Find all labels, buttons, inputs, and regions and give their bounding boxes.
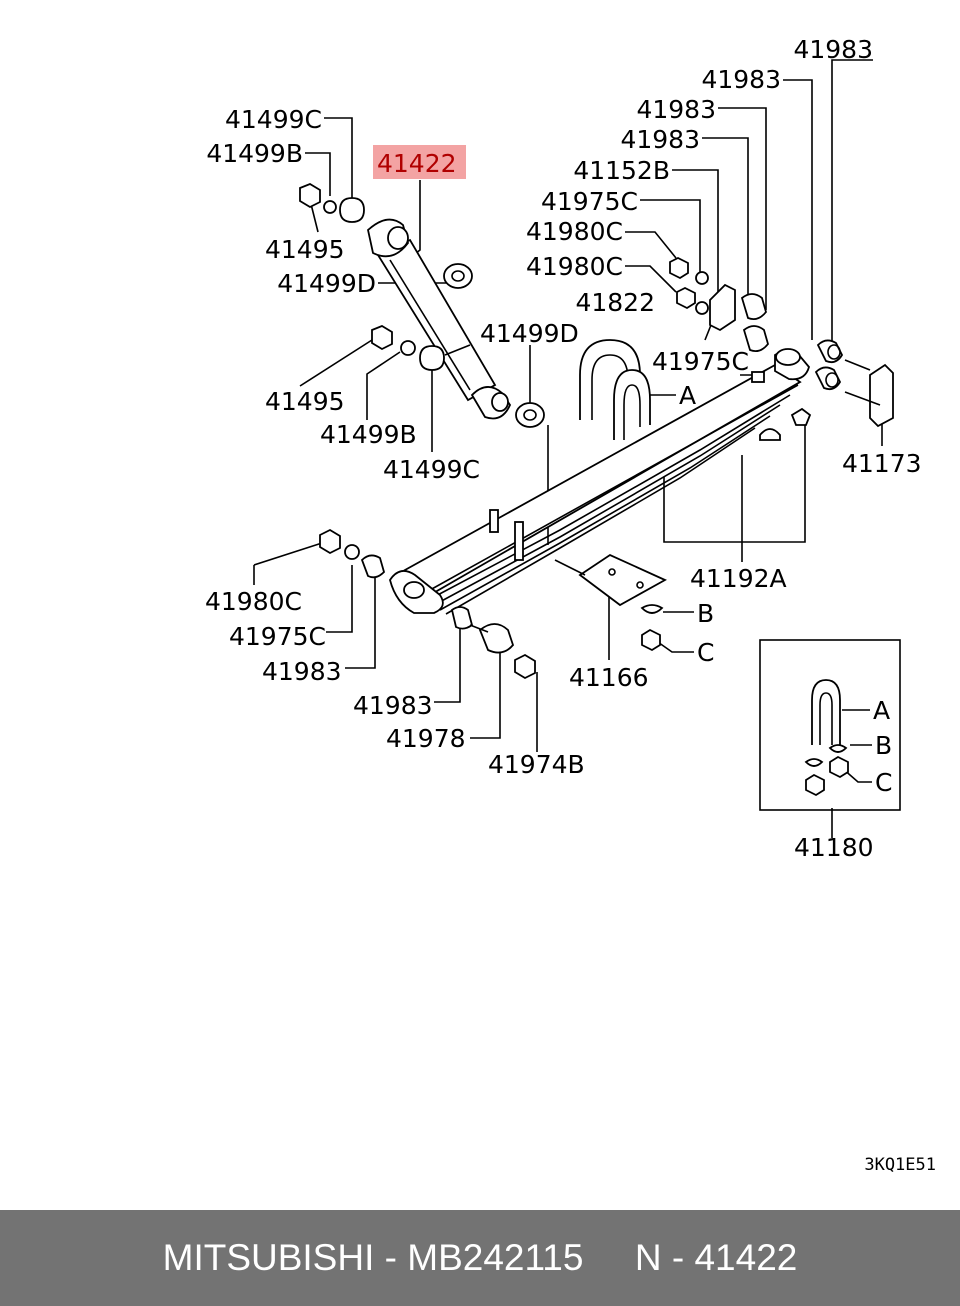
diagram-code: 3KQ1E51 xyxy=(864,1155,936,1175)
leader-lines xyxy=(253,59,883,838)
callout-C: C xyxy=(697,638,714,667)
callout-41173: 41173 xyxy=(842,449,922,478)
callout-41975C: 41975C xyxy=(541,187,638,216)
reference-number: N - 41422 xyxy=(634,1237,798,1278)
callout-B: B xyxy=(875,731,892,760)
callout-41974B: 41974B xyxy=(488,750,585,779)
callout-41983: 41983 xyxy=(620,125,700,154)
shock-absorber xyxy=(367,218,512,420)
highlight-box xyxy=(373,145,466,179)
callout-41180: 41180 xyxy=(794,833,874,862)
callout-41978: 41978 xyxy=(386,724,466,753)
callout-41983: 41983 xyxy=(262,657,342,686)
small-parts xyxy=(299,182,894,680)
callout-41495: 41495 xyxy=(265,235,345,264)
parts-diagram: 41983 41983 41983 41983 41152B 41975C 41… xyxy=(205,35,936,1175)
callout-A: A xyxy=(679,381,696,410)
leaf-spring xyxy=(389,348,810,615)
callout-41499C: 41499C xyxy=(225,105,322,134)
callout-41822: 41822 xyxy=(575,288,655,317)
part-number-footer: MITSUBISHI - MB242115 N - 41422 xyxy=(0,1210,960,1306)
callout-41980C: 41980C xyxy=(205,587,302,616)
callout-B: B xyxy=(697,599,714,628)
callout-41983: 41983 xyxy=(636,95,716,124)
callout-labels: 41983 41983 41983 41983 41152B 41975C 41… xyxy=(205,35,936,1175)
brand-part-number: MITSUBISHI - MB242115 xyxy=(162,1237,584,1278)
callout-41980C: 41980C xyxy=(526,252,623,281)
callout-41422: 41422 xyxy=(377,149,457,178)
callout-41980C: 41980C xyxy=(526,217,623,246)
footer-spacer xyxy=(583,1237,634,1279)
callout-C: C xyxy=(875,768,892,797)
callout-41499C: 41499C xyxy=(383,455,480,484)
u-bolt-kit-box xyxy=(759,639,901,811)
callout-41499B: 41499B xyxy=(320,420,417,449)
callout-41499B: 41499B xyxy=(206,139,303,168)
callout-41499D: 41499D xyxy=(480,319,579,348)
callout-41495: 41495 xyxy=(265,387,345,416)
callout-A: A xyxy=(873,696,890,725)
callout-41166: 41166 xyxy=(569,663,649,692)
callout-41975C: 41975C xyxy=(229,622,326,651)
callout-41192A: 41192A xyxy=(690,564,787,593)
callout-41152B: 41152B xyxy=(573,156,670,185)
callout-41983: 41983 xyxy=(793,35,873,64)
callout-41499D: 41499D xyxy=(277,269,376,298)
callout-41983: 41983 xyxy=(353,691,433,720)
callout-41983: 41983 xyxy=(701,65,781,94)
callout-41975C: 41975C xyxy=(652,347,749,376)
